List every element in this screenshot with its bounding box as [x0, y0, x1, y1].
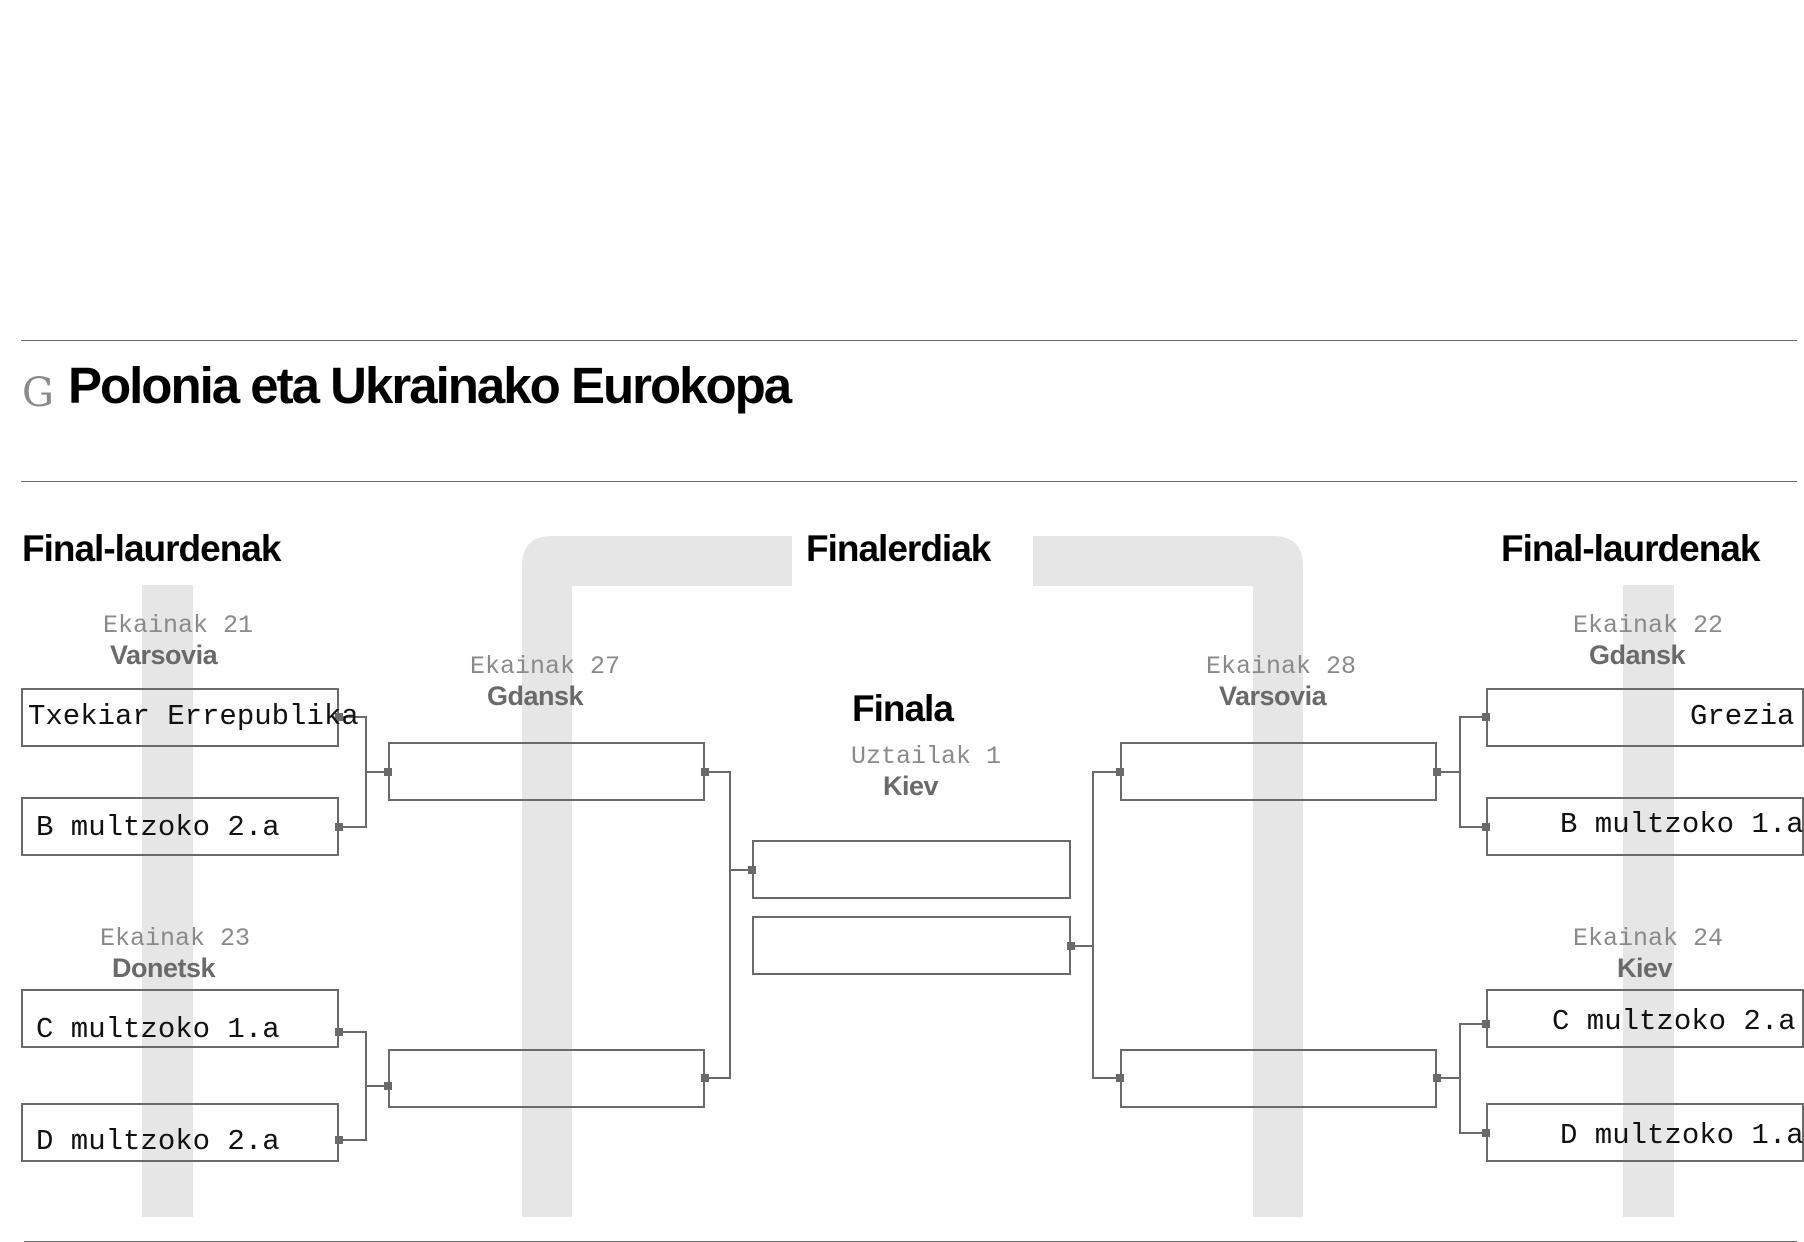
- qf4-team-a-name: C multzoko 2.a: [1552, 1005, 1796, 1038]
- sf3-left-slot: [388, 1049, 705, 1108]
- connector-joint-13: [1433, 768, 1441, 776]
- qf2-team-a-name: Grezia: [1690, 700, 1795, 733]
- qf1-city: Varsovia: [110, 640, 218, 670]
- qf1-date: Ekainak 21: [103, 611, 254, 640]
- qf1-team-a-slot: [21, 688, 339, 747]
- connector-joint-6: [335, 1136, 343, 1144]
- connector-joint-10: [1067, 942, 1075, 950]
- final-city: Kiev: [883, 771, 939, 801]
- sf1-left-slot: [388, 742, 705, 801]
- page-title-text: Polonia eta Ukrainako Eurokopa: [67, 356, 792, 414]
- connector-joint-8: [701, 1074, 709, 1082]
- connector-joint-2: [335, 823, 343, 831]
- qf4-city: Kiev: [1617, 953, 1673, 983]
- right-band: [1623, 585, 1674, 1217]
- qf3-team-a-name: C multzoko 1.a: [36, 1013, 280, 1046]
- qf2-city: Gdansk: [1589, 640, 1686, 670]
- sf-right-connector: [1092, 771, 1120, 1079]
- qf3-team-b-name: D multzoko 2.a: [36, 1125, 280, 1158]
- left-band: [142, 585, 193, 1217]
- qf4-connector: [1459, 1023, 1486, 1134]
- final-slot-a: [752, 840, 1071, 899]
- qf3-date: Ekainak 23: [100, 924, 251, 953]
- qf2-team-b-slot: [1486, 797, 1804, 856]
- qf2-connector: [1459, 716, 1486, 828]
- qf2-team-b-name: B multzoko 1.a: [1560, 808, 1804, 841]
- qf4-date: Ekainak 24: [1573, 924, 1724, 953]
- title-rule: [21, 481, 1797, 482]
- quarterfinals-right-heading: Final-laurdenak: [1501, 528, 1760, 569]
- final-slot-b: [752, 916, 1071, 975]
- qf3-connector: [339, 1031, 367, 1141]
- sf2-city: Varsovia: [1219, 681, 1327, 711]
- connector-joint-14: [1433, 1074, 1441, 1082]
- top-rule: [21, 340, 1797, 341]
- connector-joint-1: [335, 713, 343, 721]
- sf-left-connector: [705, 771, 731, 1079]
- connector-joint-5: [335, 1028, 343, 1036]
- qf3-city: Donetsk: [112, 953, 216, 983]
- connector-joint-4: [701, 768, 709, 776]
- qf1-team-b-name: B multzoko 2.a: [36, 811, 280, 844]
- sf2-date: Ekainak 28: [1206, 652, 1357, 681]
- qf3-team-a-slot: [21, 989, 339, 1048]
- page-title: G Polonia eta Ukrainako Eurokopa: [22, 350, 792, 420]
- qf4-team-b-name: D multzoko 1.a: [1560, 1119, 1804, 1152]
- quarterfinals-left-heading: Final-laurdenak: [22, 528, 281, 569]
- qf3-team-b-slot: [21, 1103, 339, 1162]
- sf1-date: Ekainak 27: [470, 652, 621, 681]
- sf4-right-slot: [1120, 1049, 1437, 1108]
- final-heading: Finala: [852, 688, 954, 729]
- semifinals-heading: Finalerdiak: [806, 528, 991, 569]
- section-letter-icon: G: [22, 370, 54, 416]
- qf2-date: Ekainak 22: [1573, 611, 1724, 640]
- qf2-team-a-slot: [1486, 688, 1804, 747]
- qf4-team-a-slot: [1486, 989, 1804, 1048]
- final-date: Uztailak 1: [851, 742, 1002, 771]
- qf4-team-b-slot: [1486, 1103, 1804, 1162]
- semifinal-right-band: [1033, 536, 1303, 1217]
- sf2-right-slot: [1120, 742, 1437, 801]
- sf1-city: Gdansk: [487, 681, 584, 711]
- qf1-team-b-slot: [21, 797, 339, 856]
- semifinal-left-band: [522, 536, 792, 1217]
- qf1-team-a-name: Txekiar Errepublika: [28, 700, 359, 733]
- qf1-connector: [339, 716, 367, 828]
